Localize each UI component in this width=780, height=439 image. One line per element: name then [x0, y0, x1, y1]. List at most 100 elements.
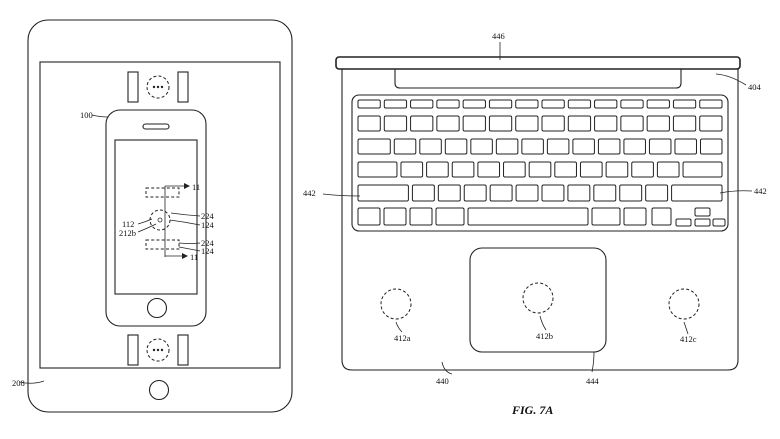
keyboard-key	[699, 99, 723, 109]
tablet-top-magnet-right	[177, 71, 189, 103]
phone-speaker	[142, 123, 170, 130]
label-laptop-corner: 404	[748, 82, 762, 92]
keyboard-key	[515, 99, 539, 109]
keyboard-key	[646, 99, 670, 109]
label-keyboard-right: 442	[754, 186, 767, 196]
keyboard-key	[712, 218, 726, 227]
label-coil-412b: 412b	[536, 331, 553, 341]
keyboard-key	[515, 115, 539, 132]
keyboard-key	[357, 161, 398, 178]
keyboard-key	[467, 207, 589, 226]
label-124-bottom: 124	[201, 246, 215, 256]
label-112: 112	[122, 219, 134, 229]
keyboard-key	[410, 115, 434, 132]
keyboard-key	[541, 184, 565, 202]
keyboard-key	[623, 207, 647, 226]
keyboard-key	[357, 138, 391, 155]
keyboard-key	[674, 138, 697, 155]
keyboard-key	[383, 115, 408, 132]
keyboard-key	[594, 99, 618, 109]
label-arrow-top: 11	[192, 182, 200, 192]
keyboard-key	[477, 161, 501, 178]
label-arrow-bottom: 11	[190, 252, 198, 262]
trackpad	[469, 247, 607, 353]
keyboard-key	[383, 207, 407, 226]
keyboard-key	[515, 184, 539, 202]
coil-412a	[380, 288, 412, 320]
keyboard-key	[488, 115, 513, 132]
keyboard-key	[436, 115, 460, 132]
keyboard-key	[463, 184, 487, 202]
tablet-home-button	[148, 379, 170, 401]
keyboard-key	[444, 138, 468, 155]
keyboard-key	[410, 99, 434, 109]
keyboard-key	[400, 161, 424, 178]
section-arrow-bottom	[182, 253, 188, 259]
keyboard-key	[572, 138, 595, 155]
coil-412c	[668, 288, 700, 320]
keyboard-key	[451, 161, 475, 178]
keyboard-key	[651, 207, 672, 226]
keyboard-key	[656, 161, 680, 178]
keyboard-key	[567, 99, 592, 109]
label-212b: 212b	[119, 228, 136, 238]
keyboard-key	[671, 184, 723, 202]
keyboard-key	[489, 184, 513, 202]
label-224-bottom: 224	[201, 238, 215, 248]
keyboard-key	[620, 115, 644, 132]
keyboard-key	[554, 161, 577, 178]
phone-coil	[149, 209, 171, 231]
tablet-bottom-coil	[146, 338, 170, 362]
keyboard-key	[357, 184, 409, 202]
keyboard-key	[672, 99, 697, 109]
section-arrow-top	[184, 183, 190, 189]
keyboard-key	[437, 184, 461, 202]
keyboard-key	[567, 115, 592, 132]
keyboard-key	[470, 138, 493, 155]
keyboard-key	[675, 218, 692, 227]
label-coil-412c: 412c	[680, 334, 697, 344]
keyboard-key	[488, 99, 513, 109]
phone-screen	[114, 139, 198, 295]
keyboard-key	[605, 161, 629, 178]
keyboard-key	[546, 138, 570, 155]
tablet-bottom-magnet-left	[127, 334, 139, 366]
keyboard-key	[594, 115, 618, 132]
phone-coil-top-bar	[145, 187, 180, 198]
keyboard-key	[645, 184, 669, 202]
keyboard-key	[541, 99, 565, 109]
tablet	[19, 19, 293, 413]
tablet-body	[27, 19, 293, 413]
keyboard-key	[591, 207, 621, 226]
tablet-top-coil-dot	[152, 85, 156, 89]
keyboard-key	[357, 207, 381, 226]
tablet-top-coil-group	[127, 71, 189, 103]
keyboard-key	[646, 115, 670, 132]
laptop-lid	[335, 56, 741, 70]
keyboard-key	[579, 161, 603, 178]
keyboard-key	[597, 138, 621, 155]
keyboard-key	[435, 207, 465, 226]
laptop-base	[341, 68, 739, 371]
keyboard-key	[436, 99, 460, 109]
keyboard-key	[631, 161, 654, 178]
keyboard-key	[383, 99, 408, 109]
tablet-bottom-magnet-right	[177, 334, 189, 366]
keyboard-key	[567, 184, 591, 202]
keyboard-key	[694, 218, 711, 227]
keyboard-key	[694, 207, 711, 217]
label-lid: 446	[492, 31, 505, 41]
laptop-hinge	[394, 69, 682, 89]
label-224-top: 224	[201, 211, 215, 221]
keyboard-key	[528, 161, 552, 178]
label-base: 440	[436, 376, 449, 386]
keyboard-key	[495, 138, 519, 155]
tablet-top-magnet-left	[127, 71, 139, 103]
keyboard-key	[419, 138, 442, 155]
keyboard-key	[462, 115, 486, 132]
coil-412b	[522, 282, 554, 314]
laptop	[322, 42, 753, 375]
tablet-screen	[39, 61, 281, 369]
keyboard-key	[620, 99, 644, 109]
